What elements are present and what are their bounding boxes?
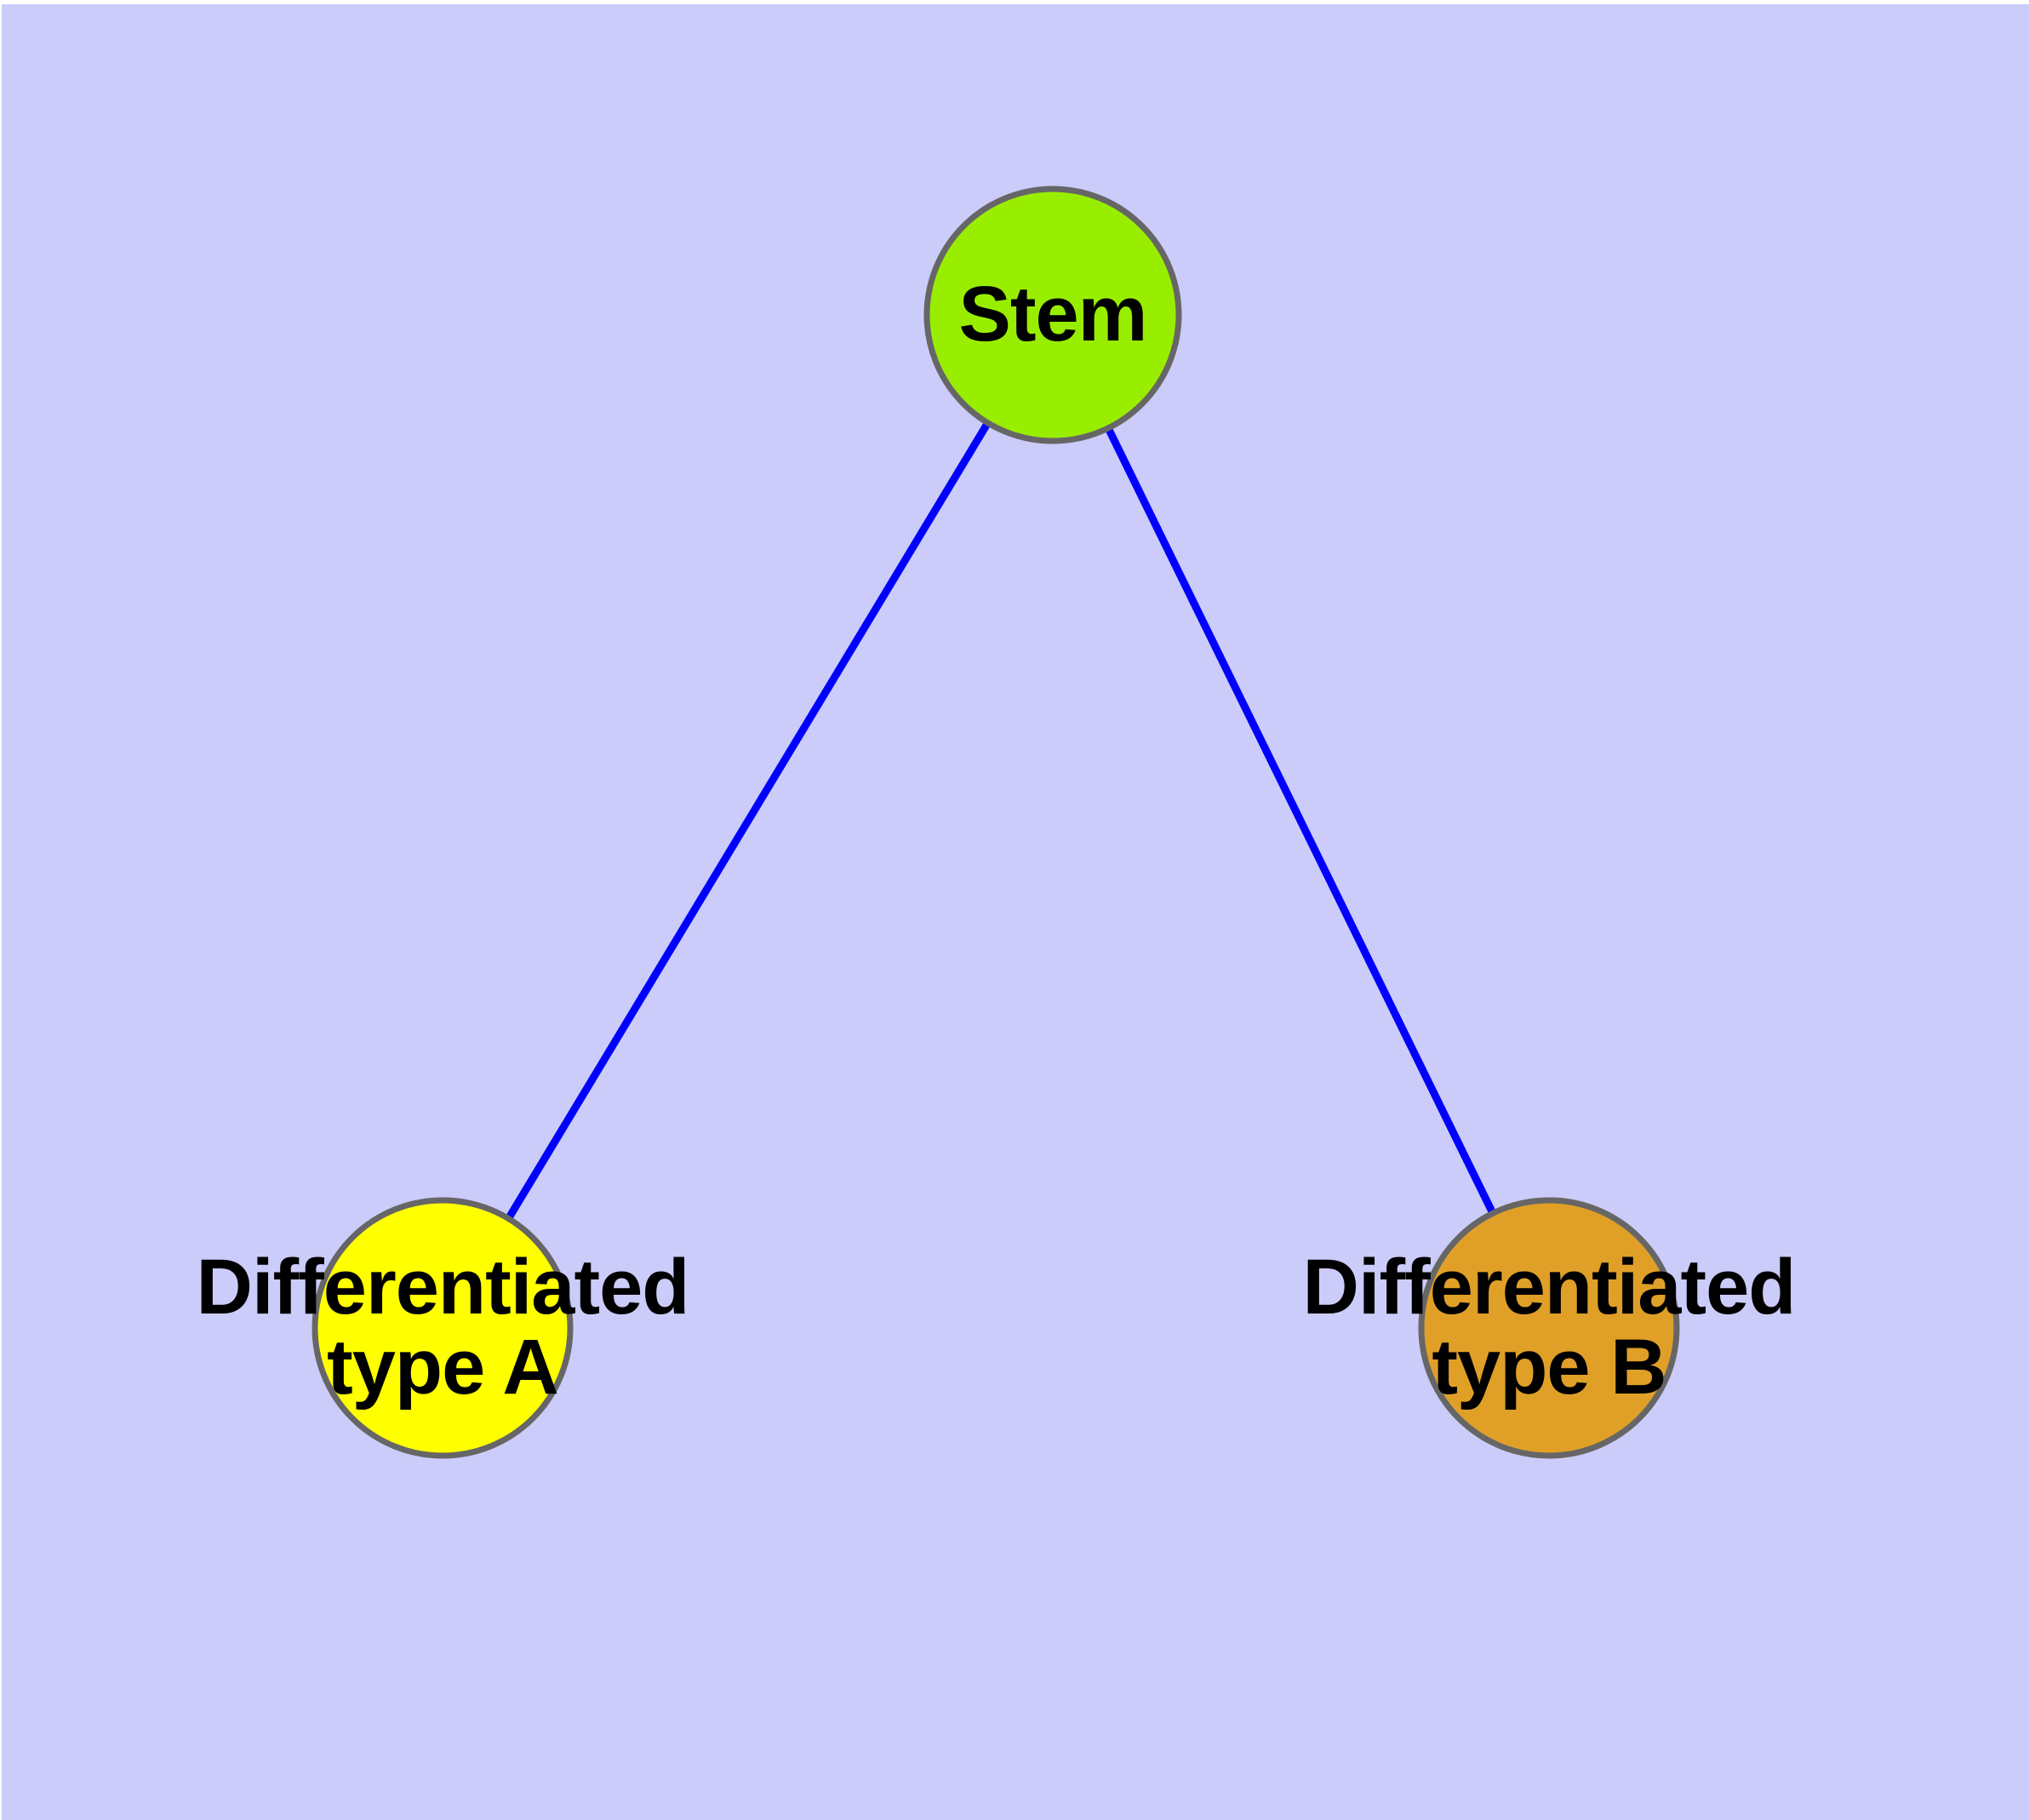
edge-layer [503,418,1498,1224]
graph-node-diff_b[interactable] [1418,1197,1680,1459]
graph-edge-stem-diff_b[interactable] [1103,423,1498,1218]
node-layer [311,186,1680,1459]
graph-node-diff_a[interactable] [311,1197,574,1459]
graph-node-stem[interactable] [923,186,1182,444]
graph-edge-stem-diff_a[interactable] [503,418,993,1224]
